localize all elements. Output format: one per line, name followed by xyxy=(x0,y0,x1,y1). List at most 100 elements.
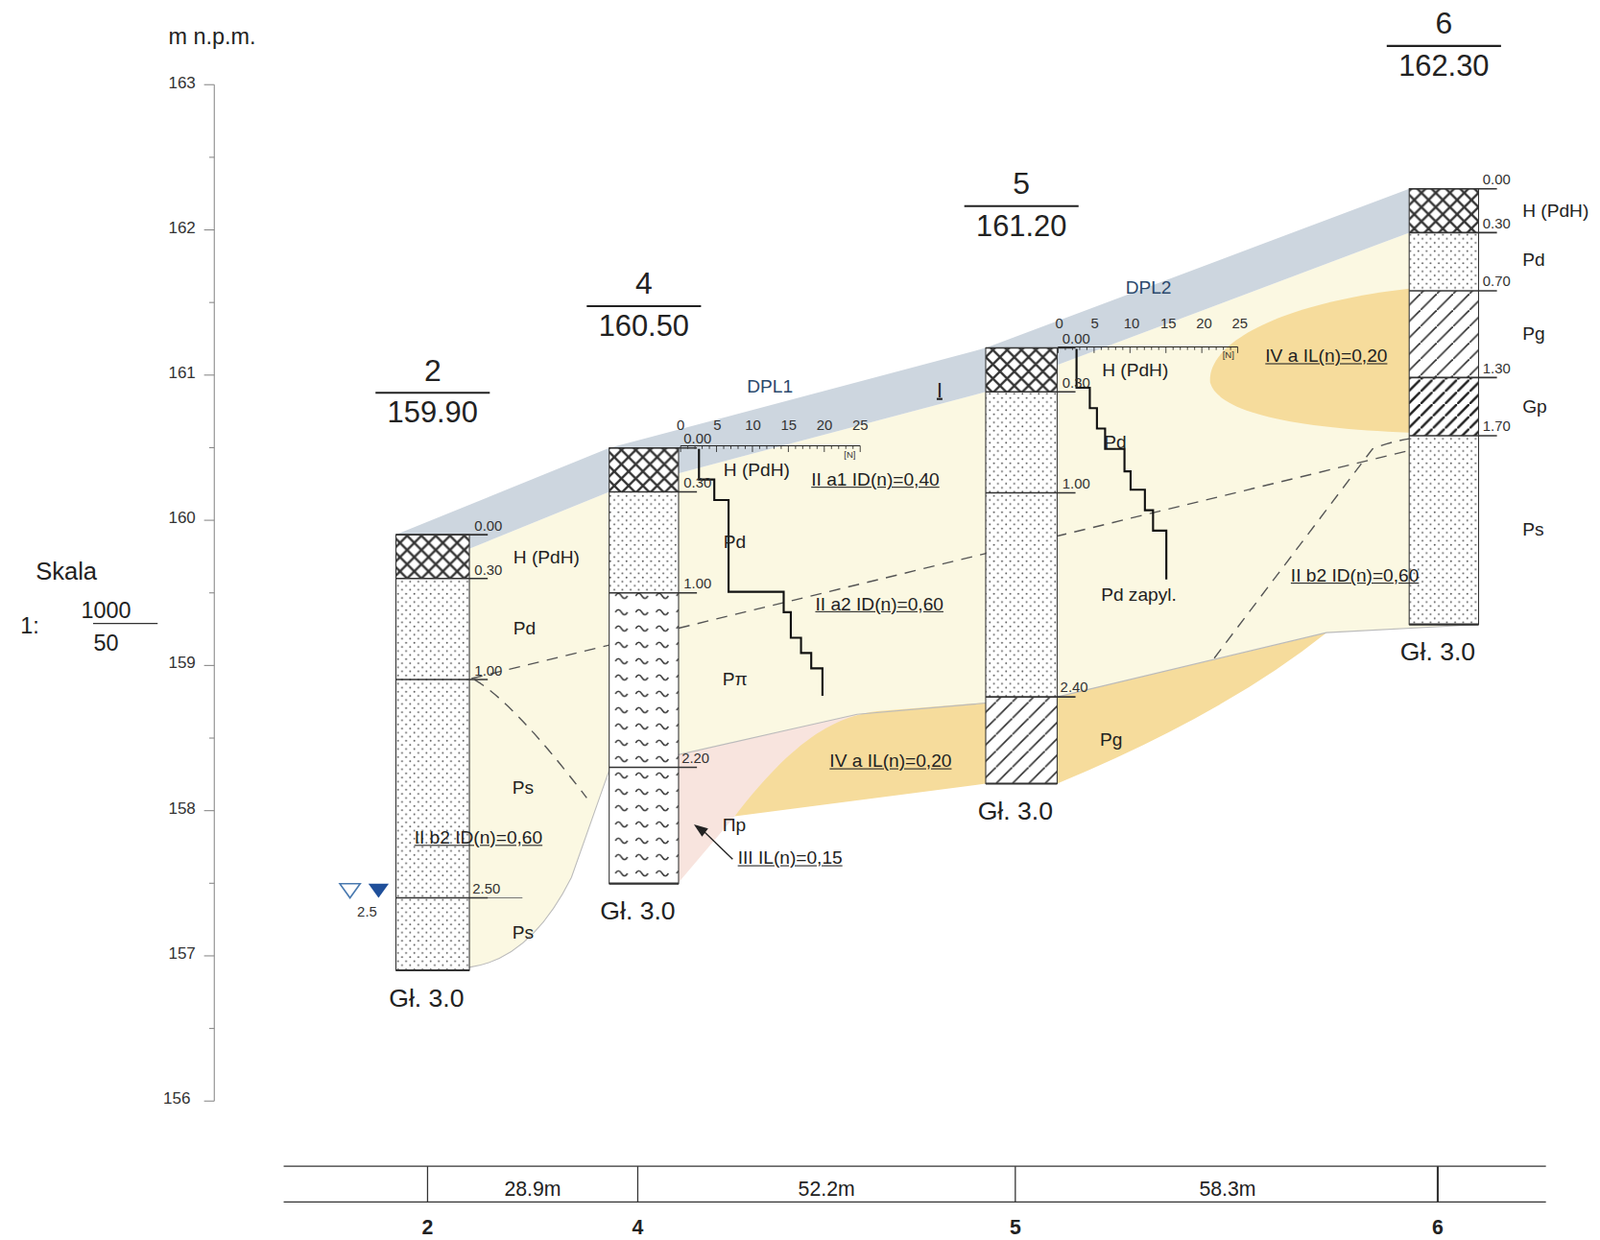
borehole-elevation: 159.90 xyxy=(351,398,515,429)
header-bar xyxy=(964,205,1079,208)
label: 10 xyxy=(1123,316,1141,332)
dpl-tick xyxy=(780,446,782,450)
label: 2.20 xyxy=(681,750,710,765)
dpl-tick xyxy=(837,446,839,450)
label: Πp xyxy=(722,816,746,836)
axis-tick xyxy=(209,592,215,594)
label: Pπ xyxy=(722,669,748,689)
label: II a1 ID(n)=0,40 xyxy=(811,470,940,489)
dpl-tick xyxy=(751,446,753,453)
layer-line xyxy=(609,766,697,769)
label: 20 xyxy=(816,417,834,432)
dpl-tick xyxy=(831,446,833,450)
label: 1.00 xyxy=(1062,476,1091,491)
layer-line xyxy=(609,491,697,494)
borehole-number: 2 xyxy=(351,355,515,386)
label: 0.30 xyxy=(474,562,502,577)
label: DPL2 xyxy=(1125,278,1172,297)
label: 156 xyxy=(163,1090,191,1107)
label: [N] xyxy=(843,451,856,461)
borehole-elevation: 161.20 xyxy=(939,211,1103,241)
layer-line xyxy=(395,577,488,580)
label: 1.30 xyxy=(1482,360,1511,376)
layer-line xyxy=(1408,623,1479,626)
humus-ground xyxy=(395,534,470,579)
label: II a2 ID(n)=0,60 xyxy=(814,595,944,614)
dpl-tick xyxy=(716,446,717,453)
layer-line xyxy=(1408,188,1497,191)
label: H (PdH) xyxy=(1101,360,1169,380)
layer-ground xyxy=(1408,290,1479,378)
label: Pd xyxy=(723,532,746,551)
label: 0.30 xyxy=(1062,375,1091,390)
label: 2.5 xyxy=(357,904,378,919)
dpl-tick xyxy=(816,446,818,450)
dpl-tick xyxy=(845,446,847,450)
humus-fill xyxy=(985,348,1057,393)
label: 159 xyxy=(167,655,195,672)
dpl-tick xyxy=(823,446,825,453)
label: Pd xyxy=(513,619,536,638)
label: Pd zapyl. xyxy=(1100,585,1177,604)
dpl-tick xyxy=(1201,346,1203,353)
layer-line xyxy=(609,447,697,450)
dpl-tick xyxy=(723,446,725,450)
axis-tick xyxy=(209,1027,215,1029)
dpl-tick xyxy=(744,446,746,450)
layer-fill xyxy=(985,696,1057,784)
borehole-number: 5 xyxy=(939,167,1103,199)
borehole-number: 6 xyxy=(1361,8,1526,40)
label: H (PdH) xyxy=(1522,202,1589,221)
dpl-tick xyxy=(1216,346,1218,350)
borehole-column xyxy=(985,348,1057,785)
label: 5 xyxy=(1009,1217,1022,1238)
dpl-tick xyxy=(773,446,775,450)
borehole-elevation: 160.50 xyxy=(562,310,726,341)
layer-line xyxy=(609,592,697,595)
label: Ps xyxy=(512,778,534,797)
dpl-tick xyxy=(1086,346,1088,350)
dpl-tick xyxy=(1107,346,1109,350)
label: H (PdH) xyxy=(513,548,580,567)
axis-tick xyxy=(204,955,215,956)
label: 25 xyxy=(1231,316,1248,332)
label: Pd xyxy=(1522,251,1545,270)
label: Pg xyxy=(1522,324,1545,343)
layer-ground xyxy=(985,696,1057,784)
borehole-column xyxy=(609,448,679,884)
label: Pd xyxy=(1103,432,1126,452)
layer-line xyxy=(395,533,488,536)
borehole-outline xyxy=(1408,189,1479,625)
label: II b2 ID(n)=0,60 xyxy=(1290,566,1420,585)
label: III IL(n)=0,15 xyxy=(738,849,843,868)
axis-tick xyxy=(204,84,215,86)
layer-fill xyxy=(609,593,679,884)
dpl-tick xyxy=(852,446,854,450)
layer-fill xyxy=(1408,290,1479,378)
label: Gp xyxy=(1522,397,1548,416)
borehole: 5161.20Gł. 3.0 xyxy=(939,167,1103,829)
layer-line xyxy=(609,883,679,885)
borehole: 6162.30Gł. 3.0 xyxy=(1361,8,1526,670)
dpl-tick xyxy=(1136,346,1138,350)
dpl-tick xyxy=(788,446,789,453)
axis-tick xyxy=(204,520,215,522)
layer-line xyxy=(985,390,1076,393)
sand-fill xyxy=(985,391,1057,784)
borehole: 4160.50Gł. 3.0 xyxy=(562,268,726,930)
label: 4 xyxy=(632,1217,645,1238)
layer-line xyxy=(1408,434,1497,437)
header-bar xyxy=(1386,45,1502,48)
borehole-column xyxy=(395,534,470,971)
layer-line xyxy=(1408,289,1497,292)
axis-tick xyxy=(209,447,215,449)
borehole-elevation: 162.30 xyxy=(1361,50,1526,81)
borehole-depth: Gł. 3.0 xyxy=(555,898,719,925)
dpl-tick xyxy=(1122,346,1123,350)
label: 50 xyxy=(94,632,120,655)
label: 0.70 xyxy=(1482,273,1511,288)
dpl-tick xyxy=(1237,346,1239,353)
dpl-tick xyxy=(794,446,796,450)
